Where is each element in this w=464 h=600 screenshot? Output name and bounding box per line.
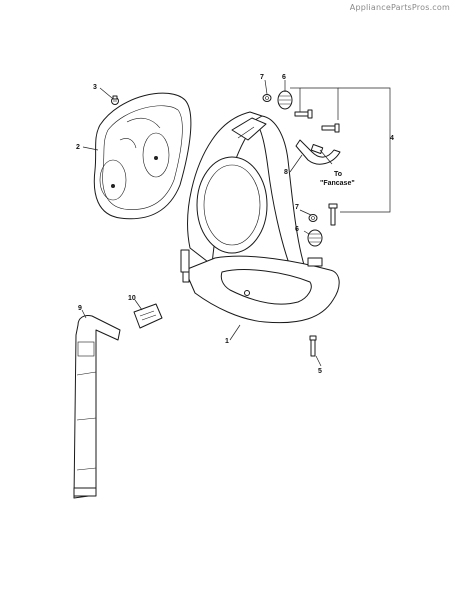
washer-part-7-lower [308,214,318,222]
callout-9: 9 [78,305,82,312]
callout-7-lower: 7 [295,204,299,211]
frame-part [180,111,340,324]
note-fancase: "Fancase" [320,180,355,187]
callout-1: 1 [225,338,229,345]
buckle-part-10 [133,303,163,329]
callout-6-top: 6 [282,74,286,81]
callout-2: 2 [76,144,80,151]
callout-3: 3 [93,84,97,91]
washer-part-7-top [262,94,272,102]
spring-part-6-top [277,90,293,110]
leader-lines [81,79,391,367]
back-pad-part [93,92,192,220]
callout-7-top: 7 [260,74,264,81]
callout-5: 5 [318,368,322,375]
callout-6-lower: 6 [295,226,299,233]
callout-10: 10 [128,295,136,302]
bolt-part-4-top [294,109,340,133]
callout-8: 8 [284,169,288,176]
strap-part-9 [73,315,121,499]
callout-4: 4 [390,135,394,142]
screw-part-3 [111,95,119,105]
note-to: To [334,171,342,178]
clamp-part-8 [295,139,341,165]
bolt-part-5 [309,335,317,357]
spring-part-6-lower [307,229,323,247]
callouts: 1 2 3 4 5 6 6 7 7 8 9 10 To "Fancase" [76,74,394,375]
bolt-part-4-lower [328,203,338,226]
watermark: AppliancePartsPros.com [349,3,450,12]
